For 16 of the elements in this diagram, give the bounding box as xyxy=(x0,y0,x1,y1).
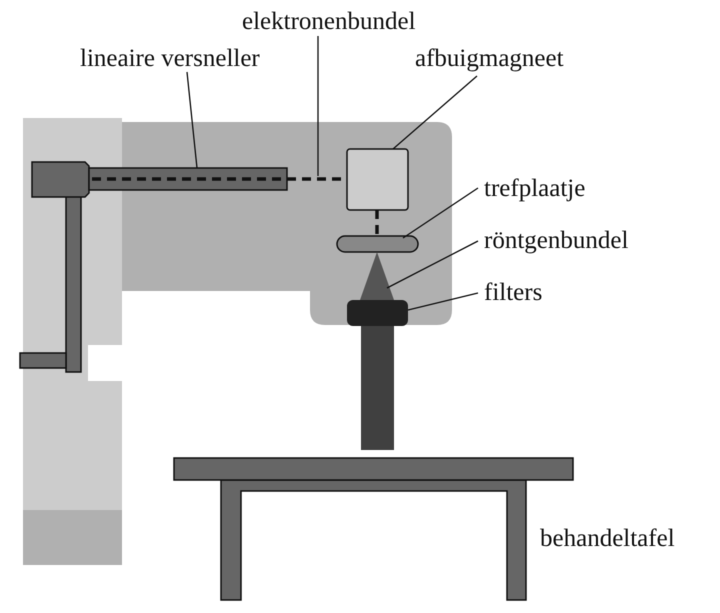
part-label: röntgenbundel xyxy=(484,228,628,253)
target-plate xyxy=(336,235,419,253)
part-label: lineaire versneller xyxy=(80,46,260,71)
part-label: filters xyxy=(484,280,542,305)
leader-line xyxy=(408,292,478,311)
leader-line xyxy=(402,187,478,239)
part-label: behandeltafel xyxy=(540,526,675,551)
leader-line xyxy=(392,76,478,150)
part-label: elektronenbundel xyxy=(242,9,416,34)
leader-line xyxy=(317,36,319,176)
accelerator-tube xyxy=(88,167,288,191)
part-label: afbuigmagneet xyxy=(415,46,564,71)
bending-magnet xyxy=(346,148,409,211)
filter-block xyxy=(347,300,408,326)
part-label: trefplaatje xyxy=(484,176,586,201)
leader-line xyxy=(186,72,198,168)
